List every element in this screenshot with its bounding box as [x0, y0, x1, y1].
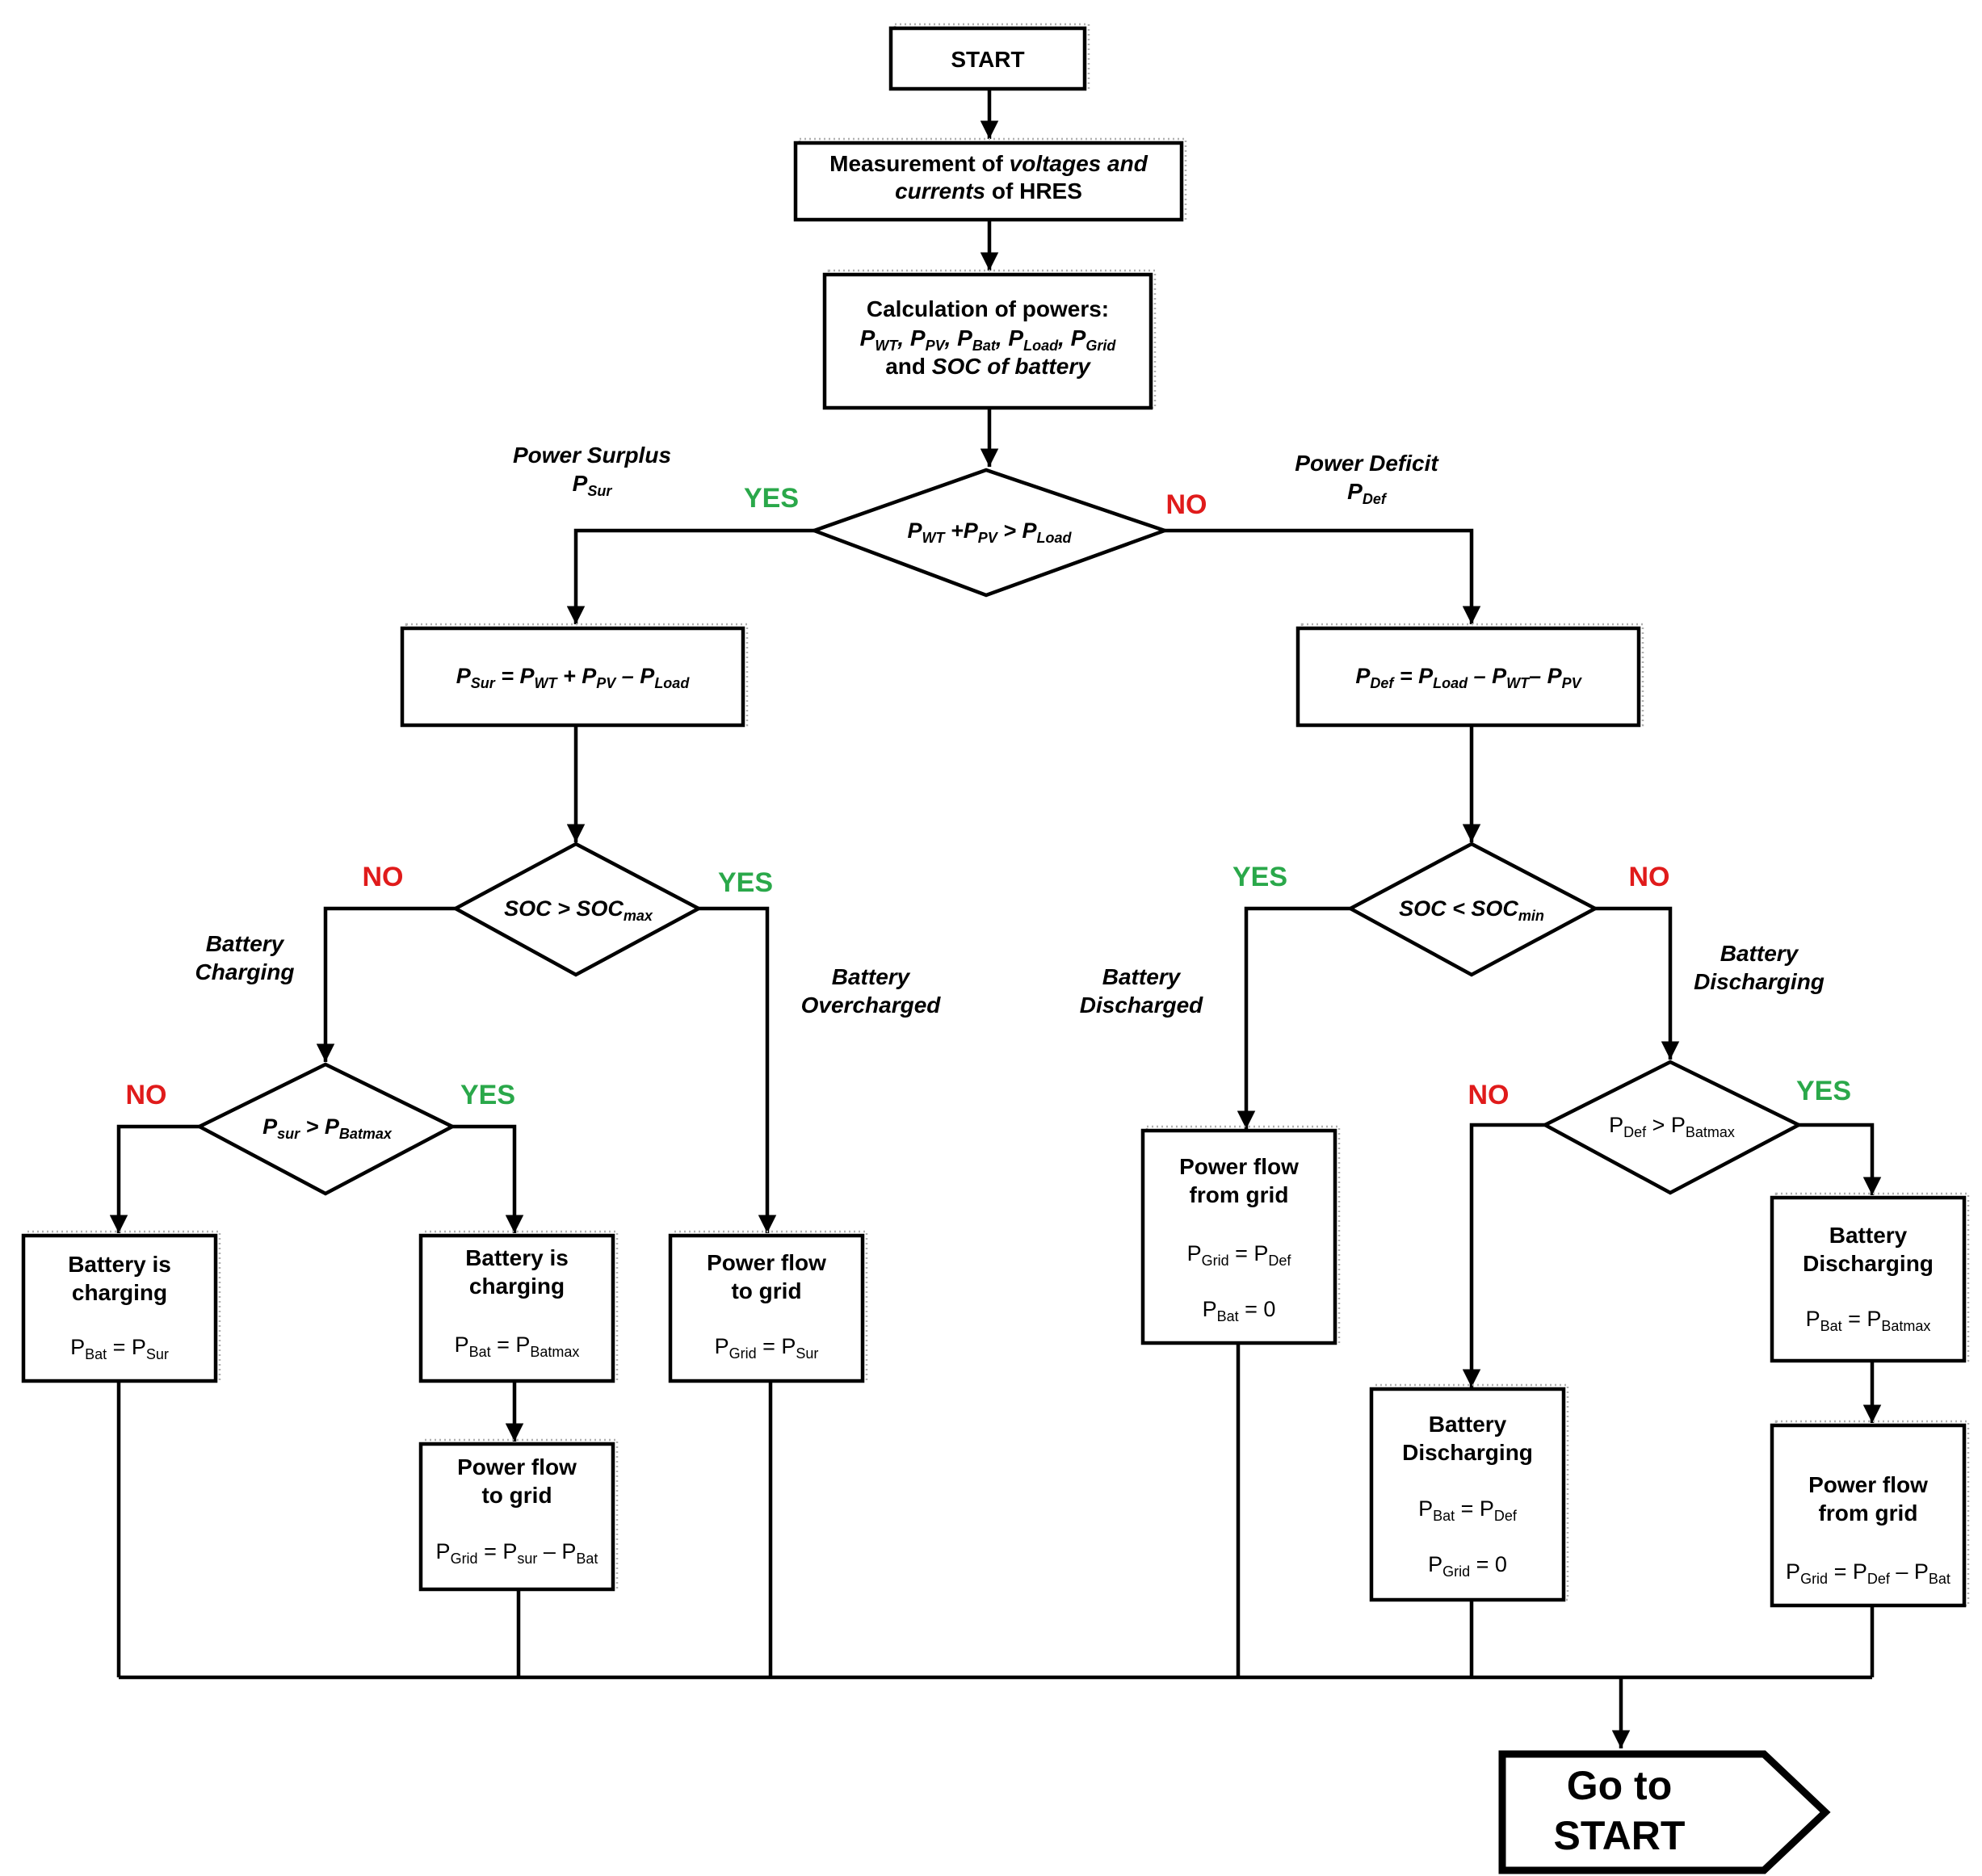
battery-discharging-label-2: Discharging — [1694, 969, 1825, 994]
no-label-soc-min: NO — [1629, 862, 1670, 892]
battery-charging-label-2: Charging — [195, 959, 295, 984]
battery-charging-label-1: Battery — [206, 931, 285, 956]
pdef-formula-box: PDef = PLoad – PWT– PPV — [1295, 623, 1644, 728]
from-grid-2-formula: PGrid = PDef – PBat — [1786, 1559, 1951, 1587]
discharging-def-formula-2: PGrid = 0 — [1428, 1552, 1507, 1580]
calculation-line-1: Calculation of powers: — [867, 296, 1109, 321]
arrow-socmax-no — [316, 906, 456, 1062]
from-grid-1-line-1: Power flow — [1179, 1154, 1299, 1179]
box-battery-charging-batmax: Battery is charging PBat = PBatmax — [418, 1230, 619, 1383]
arrow-yes-surplus — [566, 528, 814, 624]
battery-overcharged-label-1: Battery — [832, 964, 911, 989]
box-power-flow-to-grid-1: Power flow to grid PGrid = Psur – PBat — [418, 1438, 619, 1592]
charging-batmax-line-2: charging — [469, 1274, 565, 1299]
charging-batmax-formula: PBat = PBatmax — [455, 1333, 580, 1360]
discharging-def-formula-1: PBat = PDef — [1418, 1496, 1518, 1524]
charging-sur-line-2: charging — [72, 1280, 167, 1305]
discharging-batmax-line-1: Battery — [1829, 1223, 1908, 1248]
yes-label-soc-min: YES — [1232, 862, 1287, 892]
yes-label-soc-max: YES — [718, 867, 773, 898]
no-label-pdef-batmax: NO — [1468, 1080, 1510, 1110]
box-power-flow-to-grid-2: Power flow to grid PGrid = PSur — [668, 1230, 868, 1383]
box-battery-charging-sur: Battery is charging PBat = PSur — [21, 1230, 221, 1383]
yes-label-pdef-batmax: YES — [1796, 1076, 1851, 1106]
psur-formula-box: PSur = PWT + PPV – PLoad — [400, 623, 749, 728]
from-grid-1-formula-2: PBat = 0 — [1203, 1297, 1276, 1324]
from-grid-2-line-1: Power flow — [1808, 1472, 1928, 1497]
box-power-flow-from-grid-1: Power flow from grid PGrid = PDef PBat =… — [1140, 1125, 1341, 1345]
power-surplus-title: Power Surplus — [513, 443, 671, 468]
arrow-pdef-batmax-no — [1462, 1123, 1545, 1387]
arrow-psur-batmax-no — [109, 1124, 199, 1233]
decision-psur-batmax: Psur > PBatmax — [195, 1062, 456, 1196]
psur-formula: PSur = PWT + PPV – PLoad — [456, 664, 691, 691]
pdef-batmax-text: PDef > PBatmax — [1609, 1113, 1735, 1140]
discharging-def-line-2: Discharging — [1402, 1440, 1533, 1465]
arrow-no-deficit — [1165, 528, 1481, 624]
start-box: START — [888, 23, 1090, 91]
from-grid-1-formula-1: PGrid = PDef — [1187, 1241, 1292, 1269]
no-label-soc-max: NO — [363, 862, 404, 892]
discharging-batmax-formula: PBat = PBatmax — [1806, 1307, 1931, 1334]
start-label: START — [951, 47, 1024, 72]
goto-line-2: START — [1554, 1813, 1686, 1858]
arrow-psur-batmax-yes — [452, 1124, 524, 1233]
soc-max-text: SOC > SOCmax — [504, 896, 653, 924]
goto-line-1: Go to — [1567, 1763, 1673, 1808]
arrow-socmin-yes — [1237, 906, 1350, 1129]
calculation-line-3: and SOC of battery — [885, 354, 1091, 379]
to-grid-2-line-2: to grid — [731, 1278, 801, 1303]
from-grid-2-line-2: from grid — [1819, 1500, 1918, 1526]
box-power-flow-from-grid-2: Power flow from grid PGrid = PDef – PBat — [1770, 1420, 1970, 1608]
to-grid-2-line-1: Power flow — [707, 1250, 826, 1275]
to-grid-1-line-2: to grid — [481, 1483, 552, 1508]
connectors — [109, 89, 1882, 1748]
arrow-pdef-batmax-yes — [1799, 1123, 1882, 1195]
power-deficit-title: Power Deficit — [1295, 451, 1439, 476]
yes-label-main: YES — [744, 483, 799, 514]
psur-batmax-text: Psur > PBatmax — [262, 1114, 393, 1142]
to-grid-1-formula: PGrid = Psur – PBat — [436, 1539, 598, 1567]
power-surplus-symbol: PSur — [573, 471, 613, 499]
charging-batmax-line-1: Battery is — [465, 1245, 569, 1270]
battery-discharging-label-1: Battery — [1720, 941, 1799, 966]
arrow-socmin-no — [1595, 906, 1680, 1060]
calculation-powers-list: PWT, PPV, PBat, PLoad, PGrid — [860, 325, 1117, 354]
battery-overcharged-label-2: Overcharged — [801, 993, 942, 1018]
arrow-socmax-yes — [699, 906, 777, 1233]
measurement-box: Measurement of voltages and currents of … — [793, 137, 1187, 222]
discharging-batmax-line-2: Discharging — [1803, 1251, 1934, 1276]
decision-pdef-batmax: PDef > PBatmax — [1541, 1060, 1803, 1195]
to-grid-1-line-1: Power flow — [457, 1454, 577, 1479]
measurement-line-1: Measurement of voltages and — [829, 151, 1148, 176]
charging-sur-line-1: Battery is — [68, 1252, 171, 1277]
calculation-box: Calculation of powers: PWT, PPV, PBat, P… — [822, 269, 1157, 410]
charging-sur-formula: PBat = PSur — [70, 1335, 169, 1362]
discharging-def-line-1: Battery — [1429, 1412, 1507, 1437]
pdef-formula: PDef = PLoad – PWT– PPV — [1355, 664, 1582, 691]
no-label-psur-batmax: NO — [126, 1080, 167, 1110]
goto-start-box: Go to START — [1498, 1750, 1831, 1874]
yes-label-psur-batmax: YES — [460, 1080, 515, 1110]
decision-soc-max: SOC > SOCmax — [451, 841, 703, 977]
from-grid-1-line-2: from grid — [1190, 1182, 1289, 1207]
battery-discharged-label-1: Battery — [1102, 964, 1182, 989]
soc-min-text: SOC < SOCmin — [1399, 896, 1544, 924]
no-label-main: NO — [1166, 489, 1207, 520]
box-battery-discharging-batmax: Battery Discharging PBat = PBatmax — [1770, 1192, 1970, 1363]
decision-soc-min: SOC < SOCmin — [1346, 841, 1599, 977]
box-battery-discharging-def: Battery Discharging PBat = PDef PGrid = … — [1369, 1383, 1569, 1602]
decision-main-text: PWT +PPV > PLoad — [907, 518, 1072, 546]
to-grid-2-formula: PGrid = PSur — [715, 1334, 819, 1362]
measurement-line-2: currents of HRES — [895, 178, 1082, 204]
battery-discharged-label-2: Discharged — [1080, 993, 1203, 1018]
decision-main: PWT +PPV > PLoad — [808, 468, 1170, 598]
power-deficit-symbol: PDef — [1347, 479, 1388, 507]
